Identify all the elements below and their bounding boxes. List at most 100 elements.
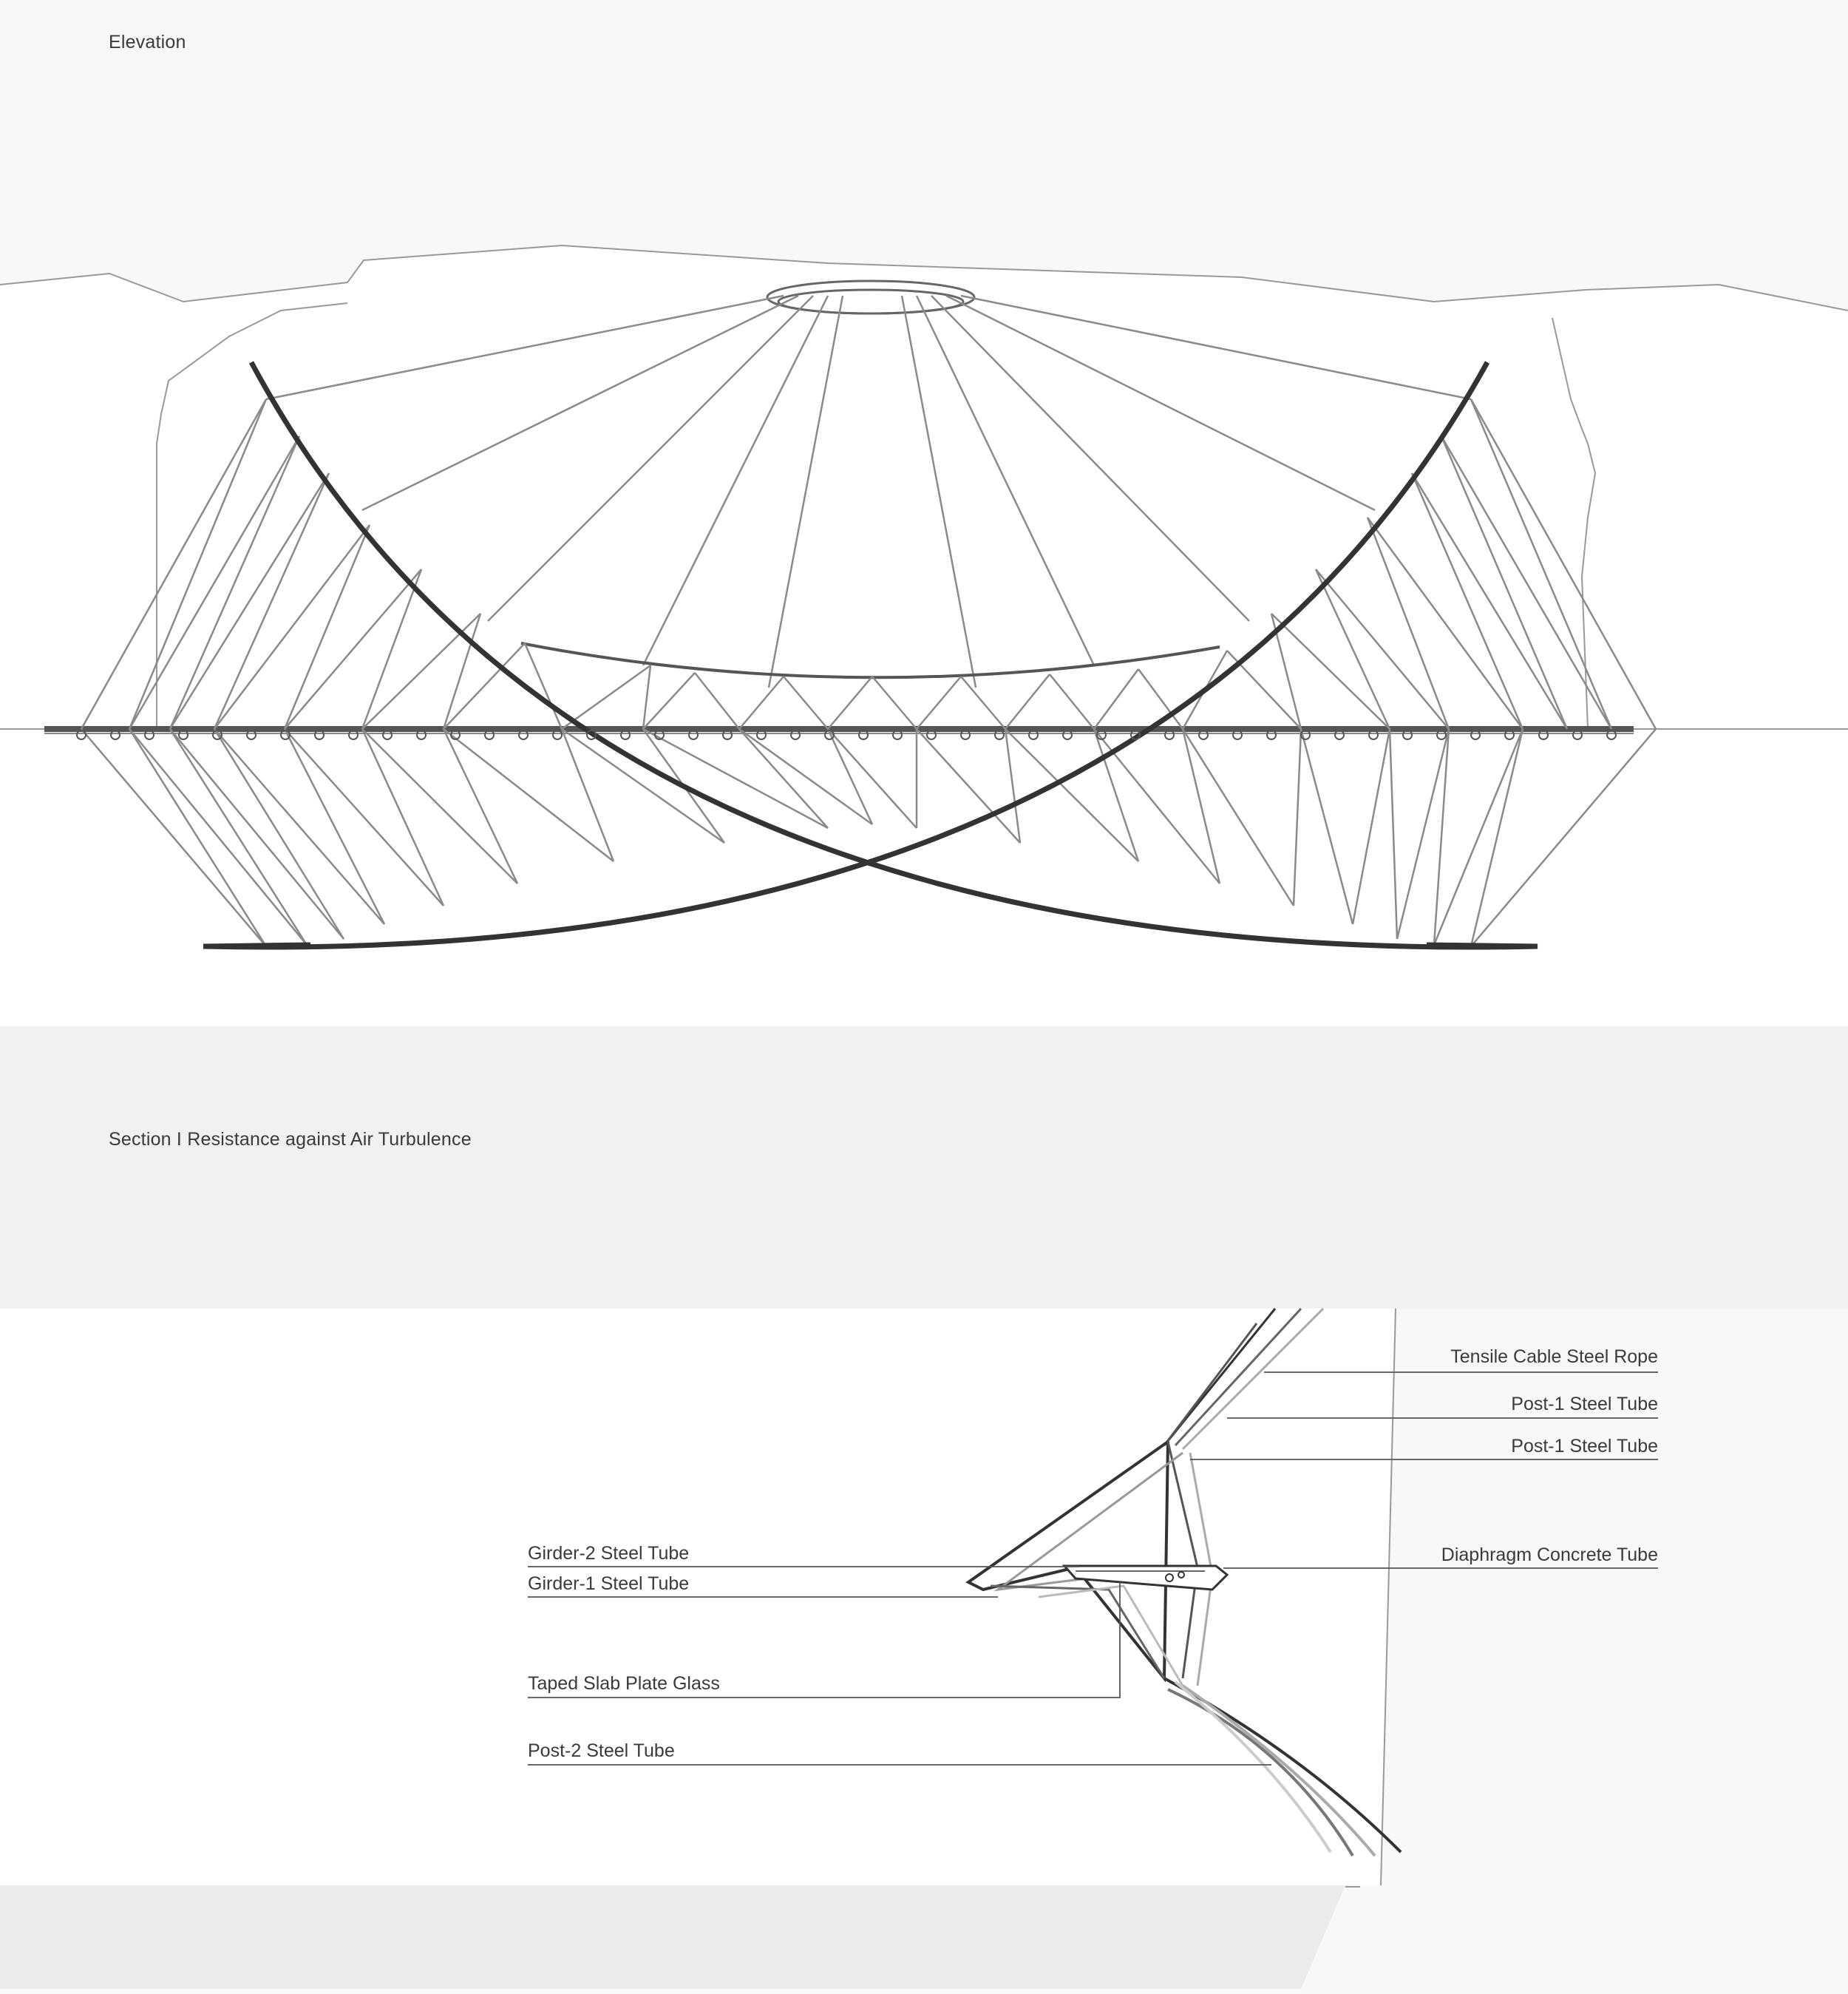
deck-node	[1232, 730, 1243, 740]
truss-member	[560, 728, 615, 862]
truss-member	[1137, 668, 1184, 730]
fan-cables	[265, 294, 1472, 688]
truss-member	[361, 569, 423, 730]
truss-member	[169, 435, 301, 730]
left-arch	[248, 361, 1538, 950]
label-girder1: Girder-1 Steel Tube	[528, 1573, 690, 1594]
deck-node	[586, 730, 597, 740]
fan-cable	[361, 294, 799, 512]
truss-member	[1388, 728, 1399, 940]
truss-member	[1005, 728, 1139, 862]
lower-truss	[81, 728, 1657, 947]
deck-node	[246, 730, 257, 740]
deck-node	[1402, 730, 1413, 740]
truss-member	[284, 728, 444, 906]
truss-member	[1440, 435, 1569, 730]
deck-node	[1028, 730, 1039, 740]
deck-node	[144, 730, 154, 740]
deck-node	[1096, 730, 1107, 740]
truss-member	[443, 728, 614, 862]
truss-member	[1271, 613, 1390, 730]
label-post1-lower: Post-1 Steel Tube	[1511, 1436, 1658, 1456]
elevation-title: Elevation	[109, 32, 186, 52]
deck-node	[1572, 730, 1583, 740]
deck-node	[1368, 730, 1379, 740]
upper-truss	[80, 399, 1657, 730]
deck-node	[76, 730, 86, 740]
fan-cable	[767, 295, 844, 688]
deck-node	[858, 730, 869, 740]
section-drawing	[0, 1307, 1658, 1989]
deck-node	[450, 730, 461, 740]
top-ring	[766, 279, 976, 315]
label-post2: Post-2 Steel Tube	[528, 1740, 675, 1761]
mountain-ridge-line	[0, 244, 1848, 311]
inner-catenary	[520, 642, 1220, 679]
truss-member	[1410, 472, 1524, 730]
deck-node	[280, 730, 291, 740]
truss-member	[783, 676, 829, 730]
truss-member	[561, 728, 725, 844]
deck-node	[1436, 730, 1447, 740]
fan-cable	[642, 295, 829, 666]
truss-member	[1410, 472, 1569, 730]
deck-node	[620, 730, 631, 740]
truss-member	[1181, 728, 1295, 906]
truss-member	[1470, 399, 1613, 730]
truss-member	[1093, 728, 1220, 884]
deck-node	[824, 730, 835, 740]
truss-member	[916, 728, 1021, 844]
truss-member	[169, 472, 330, 730]
truss-member	[1292, 728, 1302, 906]
truss-member	[1470, 399, 1657, 730]
deck-node	[1334, 730, 1345, 740]
section-frame	[965, 1440, 1229, 1686]
truss-member	[443, 642, 526, 730]
deck-node	[1198, 730, 1209, 740]
truss-member	[214, 728, 385, 925]
deck-node	[1130, 730, 1141, 740]
truss-member	[169, 728, 344, 940]
deck-node	[654, 730, 665, 740]
fan-cable	[931, 295, 1250, 622]
truss-member	[1314, 569, 1391, 730]
truss-member	[129, 728, 308, 946]
deck-node	[212, 730, 222, 740]
truss-member	[1093, 668, 1140, 730]
truss-member	[361, 728, 518, 884]
truss-member	[283, 728, 386, 925]
fan-cable	[487, 295, 814, 622]
truss-member	[1470, 728, 1524, 947]
right-cliff-outline	[1552, 317, 1597, 729]
truss-member	[1433, 728, 1524, 946]
bottom-arch-left-end	[203, 942, 311, 949]
truss-member	[1366, 517, 1524, 730]
label-girder2: Girder-2 Steel Tube	[528, 1543, 690, 1564]
deck-node	[382, 730, 393, 740]
truss-member	[1004, 728, 1022, 844]
deck-node	[994, 730, 1005, 740]
deck-node	[960, 730, 971, 740]
truss-member	[1093, 728, 1140, 862]
deck-node	[518, 730, 529, 740]
truss-member	[442, 728, 519, 884]
fan-cable	[915, 295, 1095, 666]
upper-cables	[1163, 1307, 1325, 1451]
ground-band	[0, 1885, 1345, 1989]
label-taped-slab: Taped Slab Plate Glass	[528, 1673, 720, 1694]
truss-member	[1396, 728, 1450, 940]
truss-member	[826, 728, 874, 825]
truss-member	[642, 728, 829, 830]
deck-node	[1266, 730, 1277, 740]
deck-node	[1470, 730, 1481, 740]
truss-member	[1049, 674, 1095, 730]
section-title: Section I Resistance against Air Turbule…	[109, 1129, 472, 1150]
truss-member	[1315, 569, 1450, 730]
left-cliff-outline	[156, 302, 348, 732]
truss-member	[561, 664, 651, 730]
deck-node	[1606, 730, 1617, 740]
deck-node	[1504, 730, 1515, 740]
deck-node	[1300, 730, 1311, 740]
